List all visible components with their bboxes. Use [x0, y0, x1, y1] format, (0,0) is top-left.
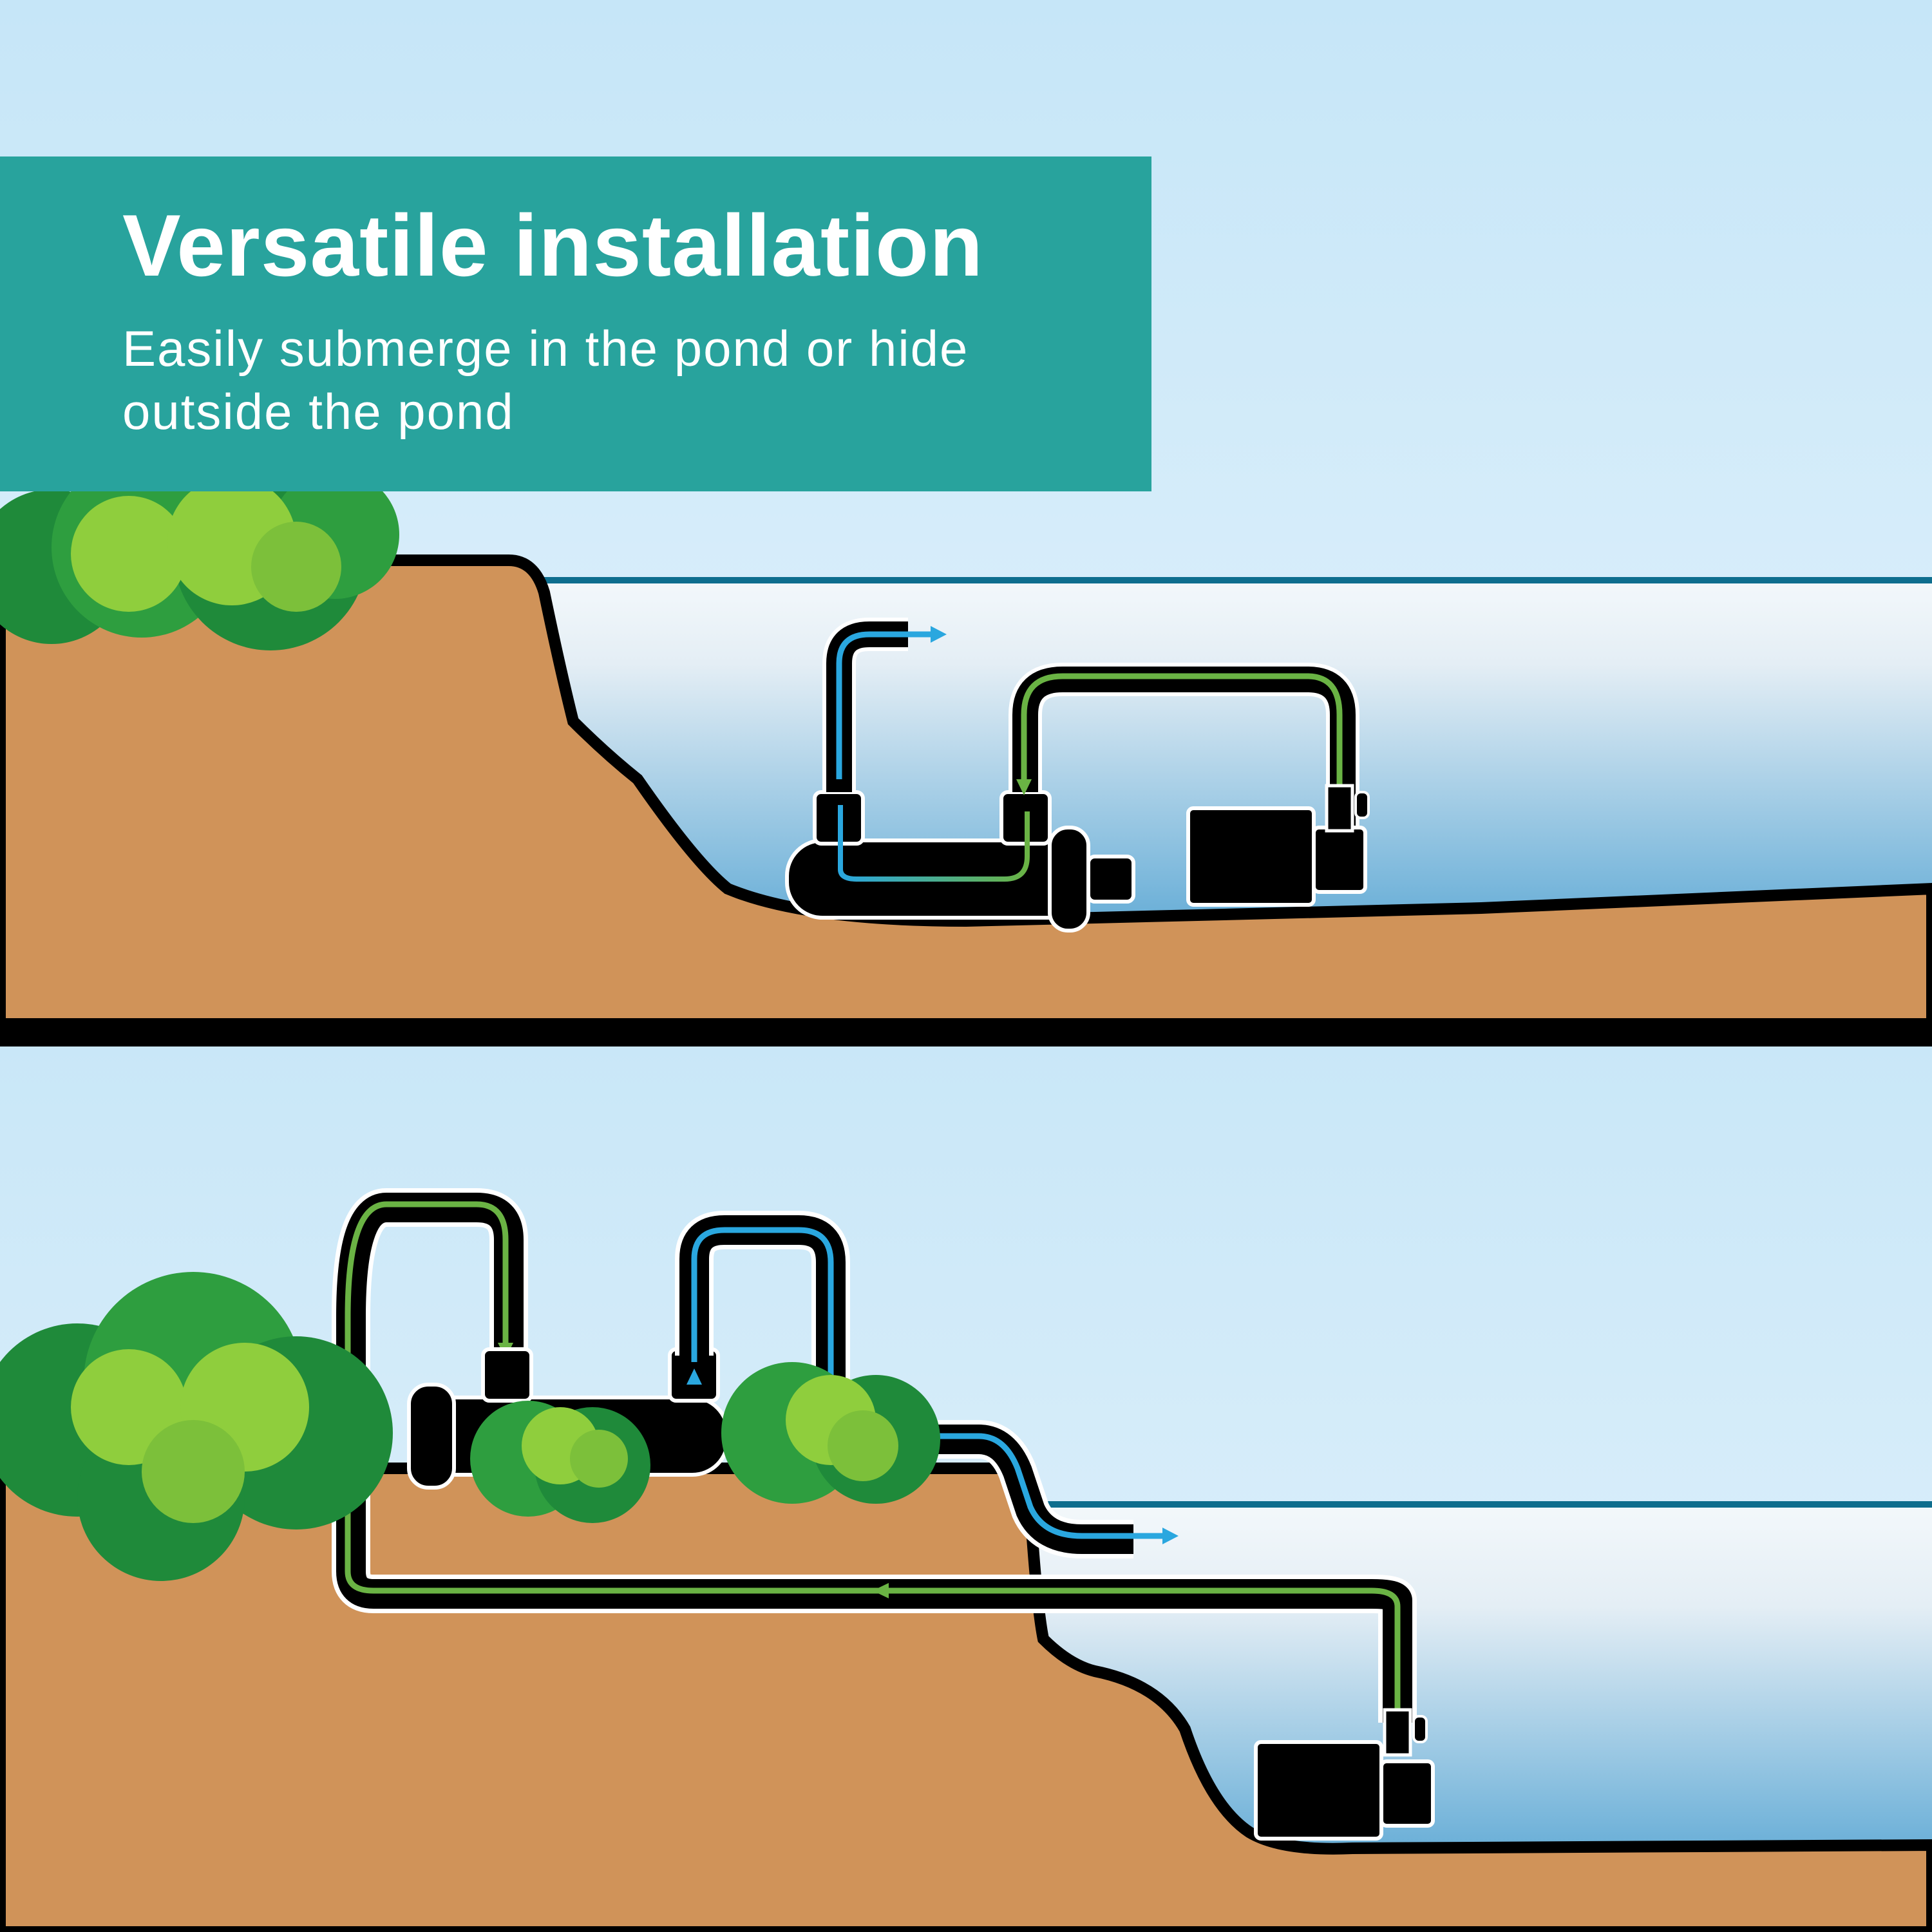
banner-title: Versatile installation — [122, 196, 984, 294]
flow-arrow-icon — [931, 626, 947, 643]
bush-icon — [0, 1272, 393, 1581]
water-surface-line — [1030, 1501, 1932, 1508]
bush-icon — [721, 1362, 940, 1504]
outside-scene — [0, 1046, 1932, 1932]
flow-arrow-icon — [1016, 779, 1032, 795]
panel-outside-installation — [0, 1046, 1932, 1932]
underground-inlet-hose — [332, 1188, 1417, 1723]
bush-icon — [470, 1401, 650, 1523]
uv-clarifier-icon — [785, 790, 1135, 933]
bush-icon — [0, 457, 399, 650]
water-surface-line — [528, 577, 1932, 583]
submerged-scene — [0, 0, 1932, 1024]
inlet-hose — [1009, 663, 1359, 850]
title-banner: Versatile installation Easily submerge i… — [0, 156, 1151, 491]
flow-arrow-icon — [1162, 1528, 1179, 1544]
pump-icon — [1254, 1708, 1435, 1841]
flow-arrow-icon — [687, 1368, 702, 1385]
outlet-hose — [822, 618, 947, 792]
panel-divider — [0, 1024, 1932, 1046]
pump-icon — [1186, 784, 1370, 907]
panel-submerged-installation — [0, 0, 1932, 1024]
banner-subtitle: Easily submerge in the pond or hide outs… — [122, 320, 969, 440]
flow-arrow-icon — [873, 1583, 889, 1598]
